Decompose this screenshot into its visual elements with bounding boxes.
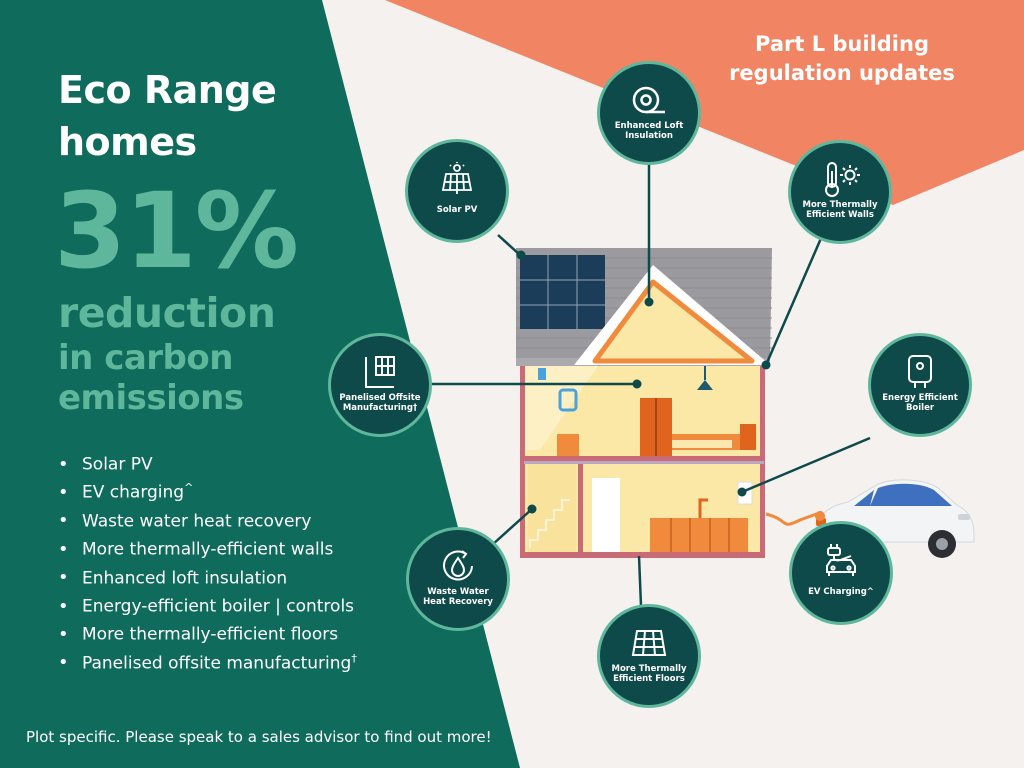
floor-grid-icon — [600, 627, 698, 660]
house-illustration — [516, 248, 823, 558]
ev-charger-car-icon — [792, 544, 890, 577]
ev-charge-cable — [765, 510, 823, 526]
connector-lines — [430, 160, 871, 607]
feature-item: Enhanced loft insulation — [58, 560, 357, 588]
connector-dots — [516, 250, 771, 514]
solar-panel-array — [520, 255, 605, 329]
feature-item: Solar PV — [58, 446, 357, 475]
stat-label-line-2: in carbon — [58, 338, 233, 378]
part-l-banner-title: Part L building regulation updates — [729, 32, 955, 85]
badge-ev-charging: EV Charging^ — [789, 521, 893, 625]
feature-item: Waste water heat recovery — [58, 503, 357, 531]
panel-frame-icon — [331, 356, 429, 389]
feature-list: Solar PV EV charging^ Waste water heat r… — [58, 446, 357, 674]
headline-line-2: homes — [58, 120, 197, 164]
headline-line-1: Eco Range — [58, 68, 277, 112]
feature-item: EV charging^ — [58, 474, 357, 503]
stat-label-line-3: emissions — [58, 378, 244, 418]
feature-item: Energy-efficient boiler | controls — [58, 588, 357, 617]
footer-note: Plot specific. Please speak to a sales a… — [26, 728, 492, 746]
feature-item: More thermally-efficient walls — [58, 531, 357, 560]
boiler-icon — [871, 355, 969, 389]
headline: Eco Range homes — [58, 64, 277, 168]
feature-item: Panelised offsite manufacturing† — [58, 645, 357, 674]
water-drop-recycle-icon — [409, 550, 507, 583]
stat-label-line-1: reduction — [58, 289, 276, 337]
badge-solar-pv: Solar PV — [405, 139, 509, 243]
thermometer-sun-icon — [791, 162, 889, 198]
feature-item: More thermally-efficient floors — [58, 616, 357, 645]
insulation-roll-icon — [600, 84, 698, 117]
reduction-percentage: 31% — [54, 170, 299, 292]
solar-panel-icon — [408, 162, 506, 195]
